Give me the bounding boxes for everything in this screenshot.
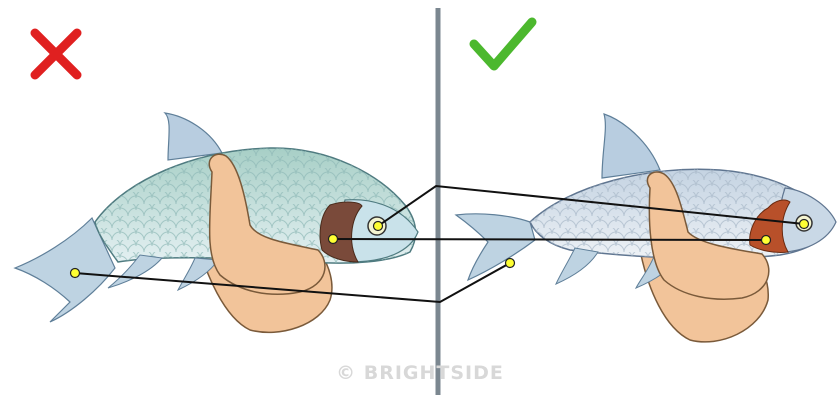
left-gill-dot [329,235,338,244]
left-fish [15,113,418,332]
right-eye-dot [800,220,809,229]
right-gill-dot [762,236,771,245]
red-x-icon [35,33,77,75]
green-checkmark-icon [474,22,532,66]
gill-connector [333,239,766,240]
right-fish [456,114,836,342]
watermark: © BRIGHTSIDE [0,362,840,384]
right-tail-dot [506,259,515,268]
left-tail-dot [71,269,80,278]
left-eye-dot [374,222,383,231]
